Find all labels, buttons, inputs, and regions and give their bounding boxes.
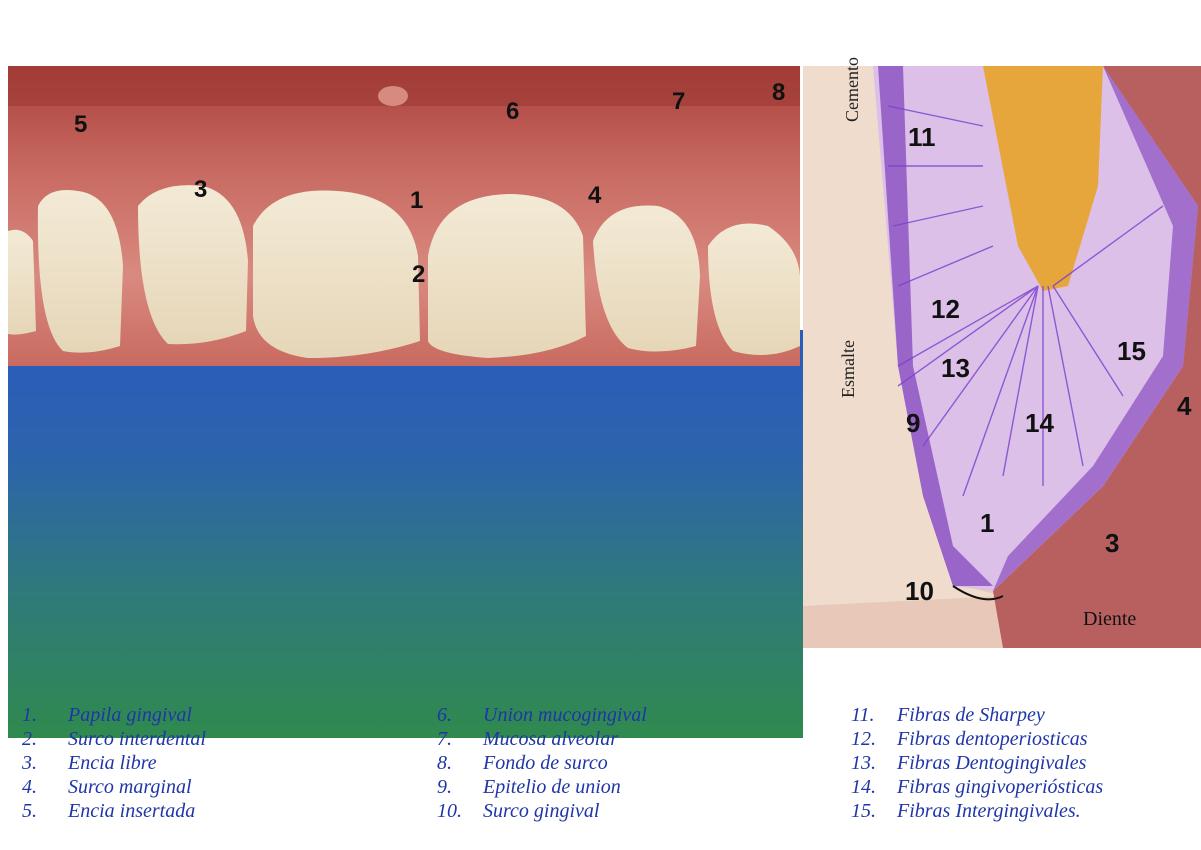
photo-label-7: 7 — [672, 90, 685, 114]
photo-label-6: 6 — [506, 100, 519, 124]
legend-item: 3.Encia libre — [22, 751, 402, 775]
legend-item: 1.Papila gingival — [22, 703, 402, 727]
legend-column-2: 6.Union mucogingival 7.Mucosa alveolar 8… — [437, 703, 817, 823]
legend-item: 10.Surco gingival — [437, 799, 817, 823]
label-diente: Diente — [1083, 608, 1136, 631]
legend-column-1: 1.Papila gingival 2.Surco interdental 3.… — [22, 703, 402, 823]
photo-label-8: 8 — [772, 81, 785, 105]
legend-item: 8.Fondo de surco — [437, 751, 817, 775]
legend-item: 14.Fibras gingivoperiósticas — [851, 775, 1196, 799]
legend-item: 13.Fibras Dentogingivales — [851, 751, 1196, 775]
histo-label-4: 4 — [1177, 393, 1191, 419]
label-esmalte: Esmalte — [838, 340, 859, 398]
legend-item: 6.Union mucogingival — [437, 703, 817, 727]
photo-label-5: 5 — [74, 113, 87, 137]
legend-item: 7.Mucosa alveolar — [437, 727, 817, 751]
histo-label-13: 13 — [941, 355, 970, 381]
legend-item: 4.Surco marginal — [22, 775, 402, 799]
photo-label-1: 1 — [410, 189, 423, 213]
histo-label-1: 1 — [980, 510, 994, 536]
legend-item: 12.Fibras dentoperiosticas — [851, 727, 1196, 751]
photo-label-2: 2 — [412, 263, 425, 287]
legend-item: 11.Fibras de Sharpey — [851, 703, 1196, 727]
legend-item: 2.Surco interdental — [22, 727, 402, 751]
histo-label-11: 11 — [908, 124, 936, 150]
histo-label-14: 14 — [1025, 410, 1054, 436]
gradient-background — [8, 330, 803, 738]
histo-label-3: 3 — [1105, 530, 1119, 556]
legend-item: 15.Fibras Intergingivales. — [851, 799, 1196, 823]
photo-label-3: 3 — [194, 178, 207, 202]
label-cemento: Cemento — [842, 57, 863, 122]
histo-label-10: 10 — [905, 578, 934, 604]
legend-column-3: 11.Fibras de Sharpey 12.Fibras dentoperi… — [851, 703, 1196, 823]
histo-label-9: 9 — [906, 410, 920, 436]
histo-label-12: 12 — [931, 296, 960, 322]
histo-label-15: 15 — [1117, 338, 1146, 364]
legend-item: 9.Epitelio de union — [437, 775, 817, 799]
legend-item: 5.Encia insertada — [22, 799, 402, 823]
photo-label-4: 4 — [588, 184, 601, 208]
